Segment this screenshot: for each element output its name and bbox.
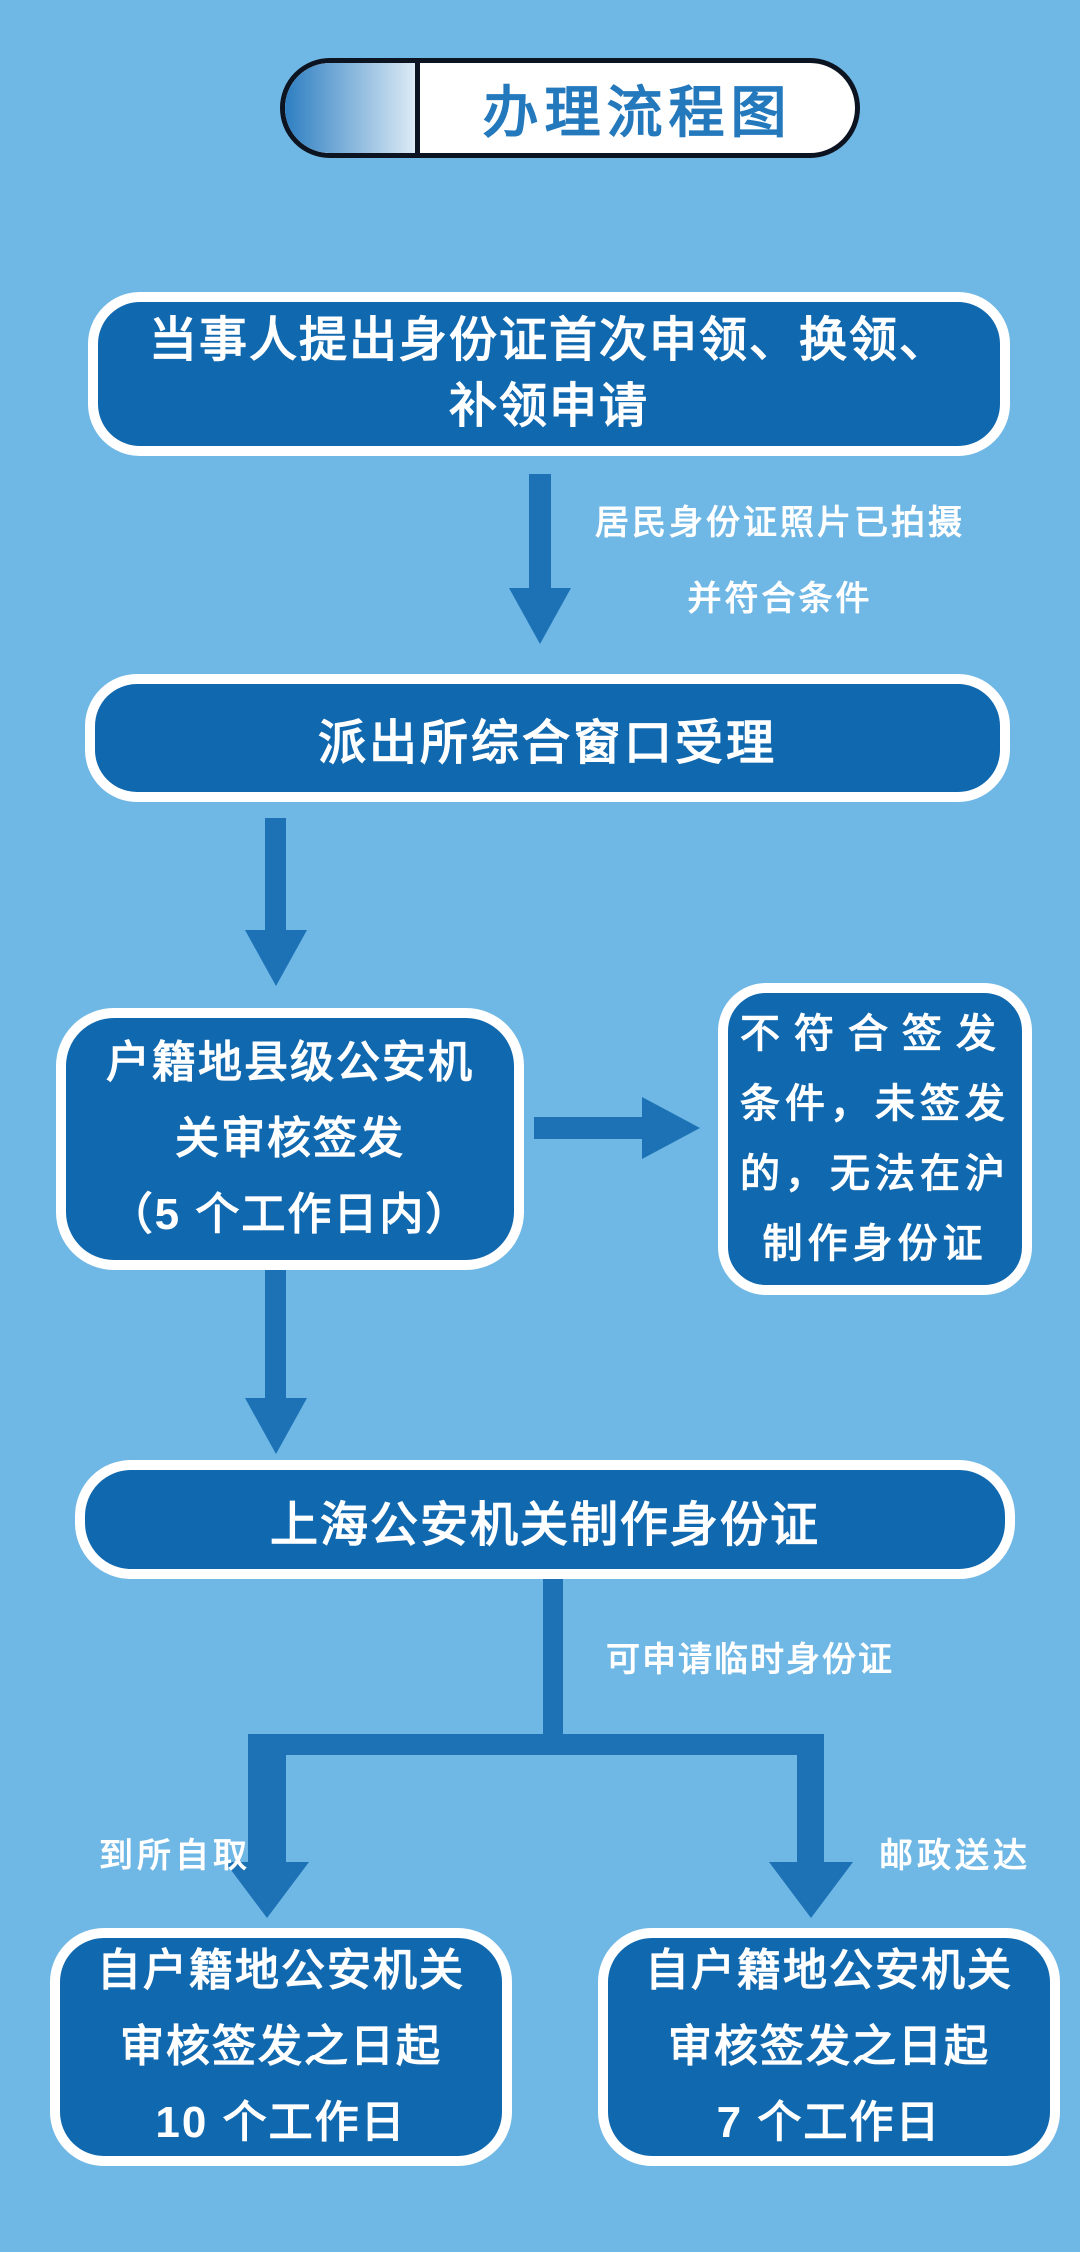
node-county-review-line: （5 个工作日内） — [108, 1190, 472, 1239]
branch-left-shaft — [248, 1734, 286, 1866]
node-apply-line: 当事人提出身份证首次申领、换领、 — [148, 314, 949, 367]
node-apply-line: 补领申请 — [448, 380, 649, 433]
node-mail-line: 审核签发之日起 — [668, 2022, 990, 2071]
title-banner: 办理流程图 — [280, 58, 860, 158]
node-county-review-line: 关审核签发 — [175, 1114, 405, 1163]
node-not-qualified-line: 条件，未签发 — [740, 1082, 1010, 1126]
node-not-qualified-line: 制作身份证 — [762, 1222, 988, 1266]
down-arrow-icon — [245, 1398, 307, 1454]
node-pickup-line: 自户籍地公安机关 — [97, 1946, 465, 1995]
node-shanghai-produce-line: 上海公安机关制作身份证 — [269, 1498, 820, 1552]
node-pickup-line: 审核签发之日起 — [120, 2022, 442, 2071]
node-window-accept: 派出所综合窗口受理 — [85, 674, 1010, 802]
node-county-review-line: 户籍地县级公安机 — [106, 1038, 474, 1087]
label-photo-line: 居民身份证照片已拍摄 — [595, 504, 965, 542]
branch-right-shaft — [797, 1734, 824, 1866]
branch-bar — [248, 1734, 824, 1755]
node-not-qualified-line: 不符合签发 — [740, 1012, 1010, 1056]
label-mail: 邮政送达 — [879, 1837, 1031, 1875]
node-mail-7days: 自户籍地公安机关 审核签发之日起 7 个工作日 — [598, 1928, 1060, 2166]
down-arrow-icon — [245, 930, 307, 986]
arrow-shaft — [265, 818, 286, 932]
arrow-shaft — [534, 1117, 644, 1139]
arrow-shaft — [529, 474, 551, 590]
label-temp-id: 可申请临时身份证 — [606, 1641, 894, 1679]
down-arrow-icon — [509, 588, 571, 644]
right-arrow-icon — [642, 1097, 700, 1159]
down-arrow-icon — [225, 1862, 309, 1918]
branch-stem — [543, 1579, 563, 1734]
node-mail-line: 7 个工作日 — [716, 2098, 942, 2147]
node-not-qualified: 不符合签发 条件，未签发 的，无法在沪 制作身份证 — [718, 983, 1032, 1295]
node-apply: 当事人提出身份证首次申领、换领、 补领申请 — [88, 292, 1010, 456]
down-arrow-icon — [769, 1862, 853, 1918]
label-pickup: 到所自取 — [99, 1837, 251, 1875]
arrow-shaft — [265, 1270, 286, 1400]
node-mail-line: 自户籍地公安机关 — [645, 1946, 1013, 1995]
label-photo-condition: 居民身份证照片已拍摄 并符合条件 — [570, 485, 990, 637]
label-photo-line: 并符合条件 — [687, 580, 873, 618]
title-gradient-cap — [285, 63, 420, 153]
node-not-qualified-line: 的，无法在沪 — [740, 1152, 1010, 1196]
node-window-accept-line: 派出所综合窗口受理 — [317, 717, 777, 770]
page-title: 办理流程图 — [482, 80, 793, 144]
node-pickup-10days: 自户籍地公安机关 审核签发之日起 10 个工作日 — [50, 1928, 512, 2166]
node-pickup-line: 10 个工作日 — [155, 2098, 407, 2147]
node-shanghai-produce: 上海公安机关制作身份证 — [75, 1460, 1015, 1579]
node-county-review: 户籍地县级公安机 关审核签发 （5 个工作日内） — [56, 1008, 524, 1270]
